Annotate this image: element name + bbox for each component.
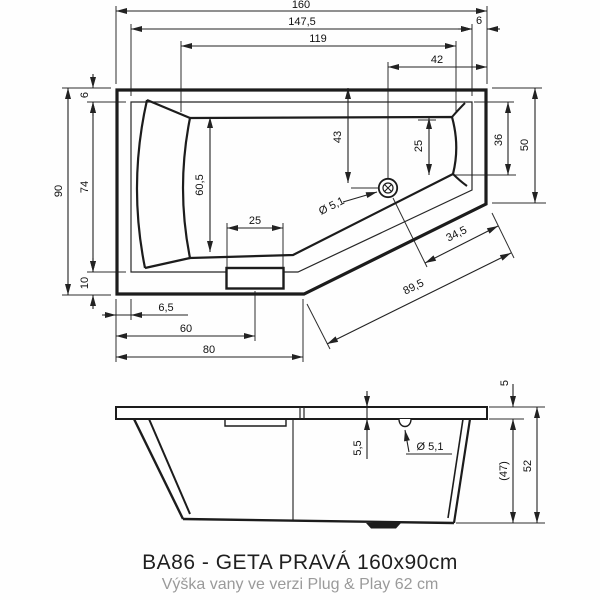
dim-rim-left: 6,5: [158, 302, 173, 314]
dim-height-basin: 74: [79, 181, 91, 193]
backrest-top-edge: [146, 98, 191, 120]
dim-step-center-from-left: 60: [180, 323, 192, 335]
drain-leader-line: [342, 191, 378, 203]
top-view-dimension-labels: 160 147,5 6 119 42 90 6 74 10 50 36 25 4…: [53, 0, 531, 356]
side-view-dimension-lines: [364, 384, 540, 523]
dim-diag-total: 89,5: [401, 277, 426, 297]
top-view-extension-lines: [62, 6, 546, 362]
dim-body-height: (47): [498, 461, 510, 481]
product-title: BA86 - GETA PRAVÁ 160x90cm: [142, 551, 458, 574]
top-view-dimension-lines: [65, 7, 538, 360]
dim-step-width: 25: [249, 215, 261, 227]
dim-rim-height-right: 5: [499, 380, 511, 386]
tub-outer-edge: [115, 88, 488, 296]
dim-total-height: 52: [522, 460, 534, 472]
dim-width-rim-inner: 147,5: [288, 16, 316, 28]
side-view-outline: [115, 406, 488, 529]
dim-bottom-edge-length: 80: [203, 344, 215, 356]
right-headrest-bottom: [452, 173, 468, 187]
dim-rim-bottom: 10: [79, 277, 91, 289]
dim-drain-to-right-edge: 42: [431, 54, 443, 66]
drain-notch: [398, 418, 412, 428]
dim-drain-from-top: 43: [332, 131, 344, 143]
dim-rim-height-left: 5,5: [352, 440, 364, 455]
drain-symbol: [377, 177, 399, 199]
dim-width-total: 160: [292, 0, 310, 11]
dim-right-edge-height: 50: [519, 139, 531, 151]
step-ledge: [225, 266, 285, 290]
backrest-outer-curve: [135, 99, 149, 269]
basin-outline: [181, 115, 458, 260]
dim-rim-right: 6: [476, 15, 482, 27]
right-slant-outer: [452, 418, 472, 524]
dim-drain-diameter: Ø 5,1: [317, 195, 346, 218]
top-view-outline: [115, 88, 488, 296]
dim-width-basin: 119: [309, 33, 327, 45]
dim-diag-drain-to-corner: 34,5: [444, 224, 469, 244]
right-slant-inner: [447, 418, 464, 519]
dim-rim-top: 6: [79, 92, 91, 98]
tub-foot: [366, 523, 401, 529]
left-slant-inner: [148, 418, 191, 515]
step-profile: [224, 419, 287, 427]
side-view-dimension-labels: 5,5 Ø 5,1 5 (47) 52: [352, 380, 534, 481]
bottom-edge: [182, 517, 455, 525]
rim-profile: [115, 406, 488, 420]
left-slant-outer: [132, 418, 185, 520]
backrest-bottom-edge: [144, 256, 191, 270]
product-subtitle: Výška vany ve verzi Plug & Play 62 cm: [161, 576, 439, 593]
tub-rim-inner-edge: [130, 101, 473, 273]
dim-height-total: 90: [53, 185, 65, 197]
right-headrest-top: [451, 102, 466, 118]
rim-joint-lines: [299, 407, 305, 419]
dim-headrest-width: 25: [413, 140, 425, 152]
side-drain-leader-line: [404, 429, 410, 453]
dim-basin-length-left: 60,5: [194, 174, 206, 195]
dim-side-drain-diameter: Ø 5,1: [417, 441, 444, 453]
dim-right-inner-height: 36: [493, 134, 505, 146]
